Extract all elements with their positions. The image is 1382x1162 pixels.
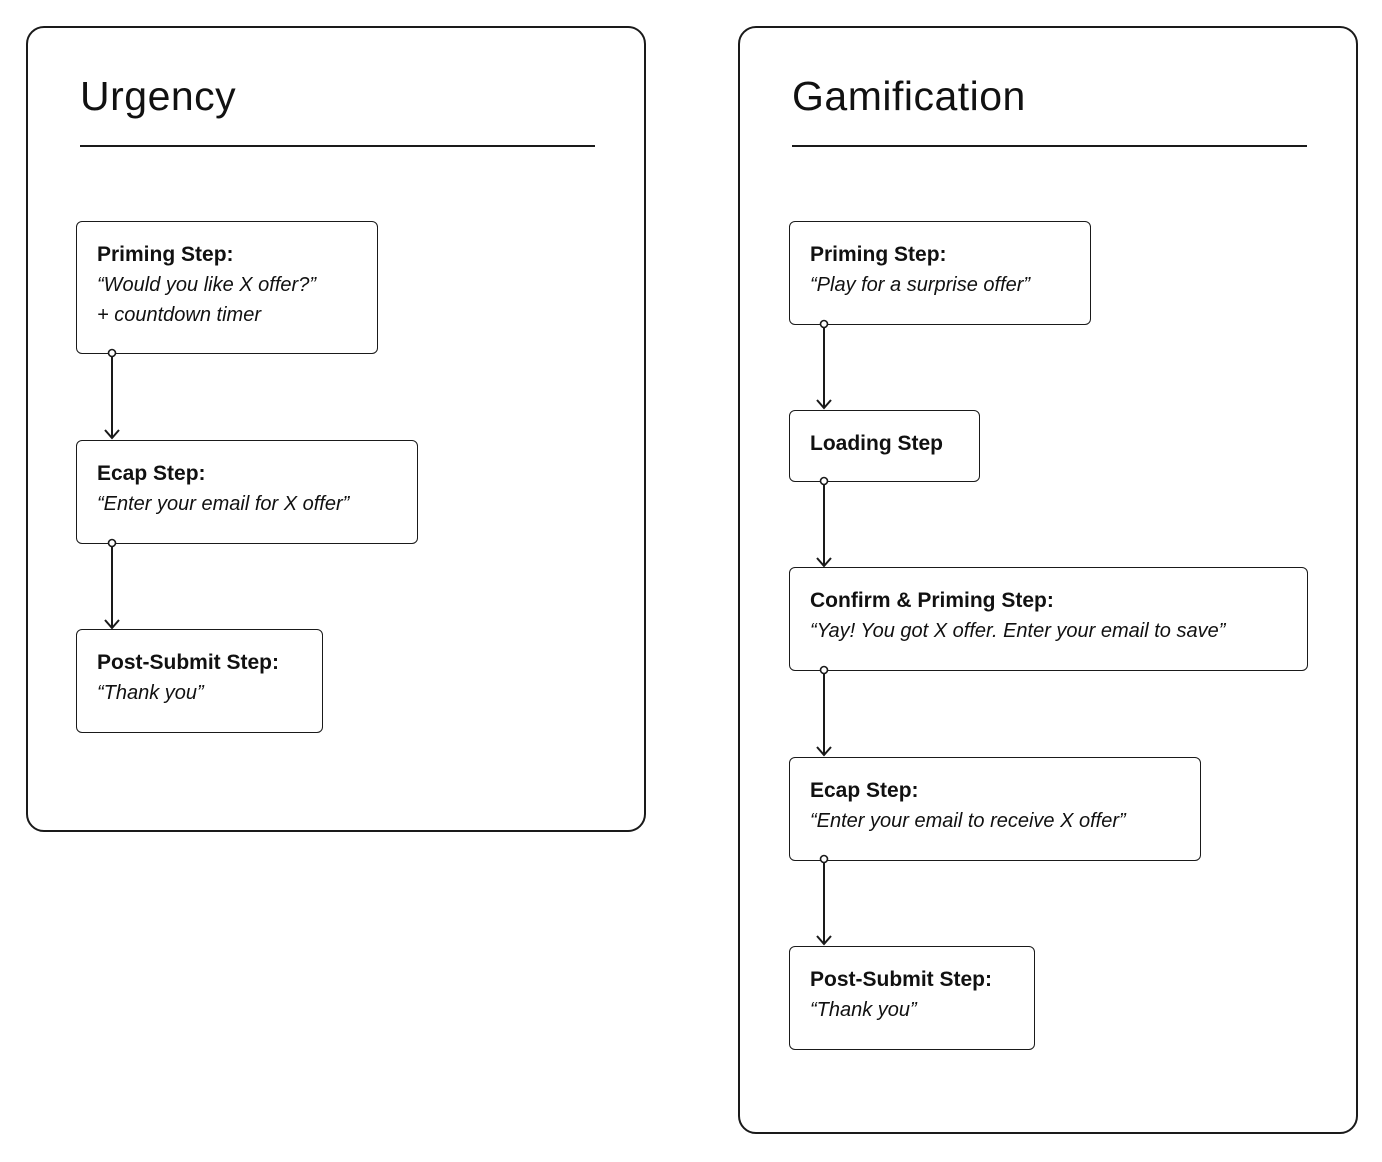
gamification-step-loading: Loading Step (789, 410, 980, 482)
urgency-step-post-submit: Post-Submit Step: “Thank you” (76, 629, 323, 733)
gamification-title-divider (792, 145, 1307, 147)
step-description: “Yay! You got X offer. Enter your email … (810, 620, 1226, 642)
step-description: “Enter your email to receive X offer” (810, 810, 1126, 832)
urgency-title: Urgency (80, 73, 237, 119)
step-title: Post-Submit Step: (810, 968, 992, 991)
step-description: “Thank you” (97, 682, 204, 704)
urgency-title-divider (80, 145, 595, 147)
gamification-step-priming: Priming Step: “Play for a surprise offer… (789, 221, 1091, 325)
urgency-step-ecap: Ecap Step: “Enter your email for X offer… (76, 440, 418, 544)
gamification-step-post-submit: Post-Submit Step: “Thank you” (789, 946, 1035, 1050)
step-title: Ecap Step: (810, 779, 919, 802)
gamification-step-ecap: Ecap Step: “Enter your email to receive … (789, 757, 1201, 861)
step-description: + countdown timer (97, 304, 261, 326)
step-title: Priming Step: (810, 243, 947, 266)
step-title: Ecap Step: (97, 462, 206, 485)
step-title: Priming Step: (97, 243, 234, 266)
gamification-title: Gamification (792, 73, 1026, 119)
step-title: Loading Step (810, 432, 943, 455)
step-description: “Would you like X offer?” (97, 274, 316, 296)
gamification-step-confirm-priming: Confirm & Priming Step: “Yay! You got X … (789, 567, 1308, 671)
step-description: “Thank you” (810, 999, 917, 1021)
step-title: Confirm & Priming Step: (810, 589, 1054, 612)
step-description: “Enter your email for X offer” (97, 493, 350, 515)
step-description: “Play for a surprise offer” (810, 274, 1031, 296)
urgency-step-priming: Priming Step: “Would you like X offer?” … (76, 221, 378, 354)
step-title: Post-Submit Step: (97, 651, 279, 674)
